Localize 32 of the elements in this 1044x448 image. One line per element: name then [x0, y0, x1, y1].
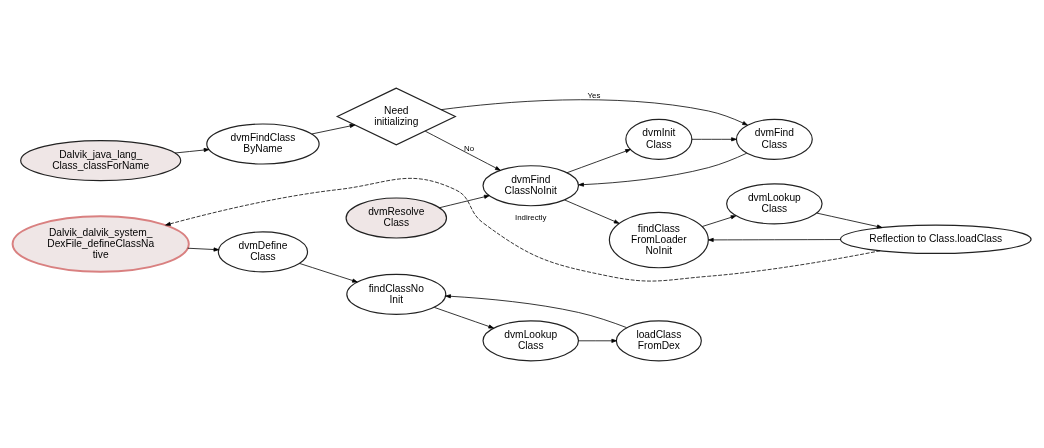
- arrow: [439, 194, 490, 208]
- edge-label: No: [464, 143, 475, 153]
- arrow: [440, 98, 748, 125]
- node-ellipse: dvmDefine Class: [217, 230, 309, 272]
- arrow: [445, 293, 627, 328]
- node-ellipse: dvmResolve Class: [345, 196, 448, 239]
- arrow: [174, 147, 210, 153]
- arrow: [299, 262, 358, 283]
- arrow: [187, 246, 220, 252]
- node-ellipse: Dalvik_dalvik_system_ DexFile_defineClassNa tive: [11, 214, 190, 273]
- arrow: [434, 306, 494, 328]
- arrow: [566, 148, 631, 173]
- arrow: [816, 212, 883, 228]
- node-ellipse: dvmLookup Class: [726, 182, 823, 224]
- arrow: [578, 338, 617, 343]
- arrow: [702, 214, 737, 227]
- arrow: [165, 177, 881, 281]
- node-ellipse: Dalvik_java_lang_ Class_classForName: [20, 139, 182, 181]
- node-ellipse: dvmLookup Class: [482, 319, 580, 361]
- arrow: [424, 130, 501, 171]
- arrow: [311, 123, 356, 134]
- node-ellipse: dvmFindClass ByName: [206, 122, 320, 165]
- edge-label: Yes: [587, 90, 601, 100]
- arrow: [578, 152, 748, 187]
- arrow: [708, 237, 841, 242]
- arrow: [564, 199, 620, 224]
- node-diamond: Need initializing: [335, 87, 457, 145]
- arrow: [691, 136, 737, 141]
- edge-label: Indirectly: [515, 212, 547, 222]
- node-ellipse: loadClass FromDex: [615, 319, 702, 361]
- node-ellipse: findClassNo Init: [346, 273, 447, 315]
- node-ellipse: findClass FromLoader NoInit: [608, 211, 709, 268]
